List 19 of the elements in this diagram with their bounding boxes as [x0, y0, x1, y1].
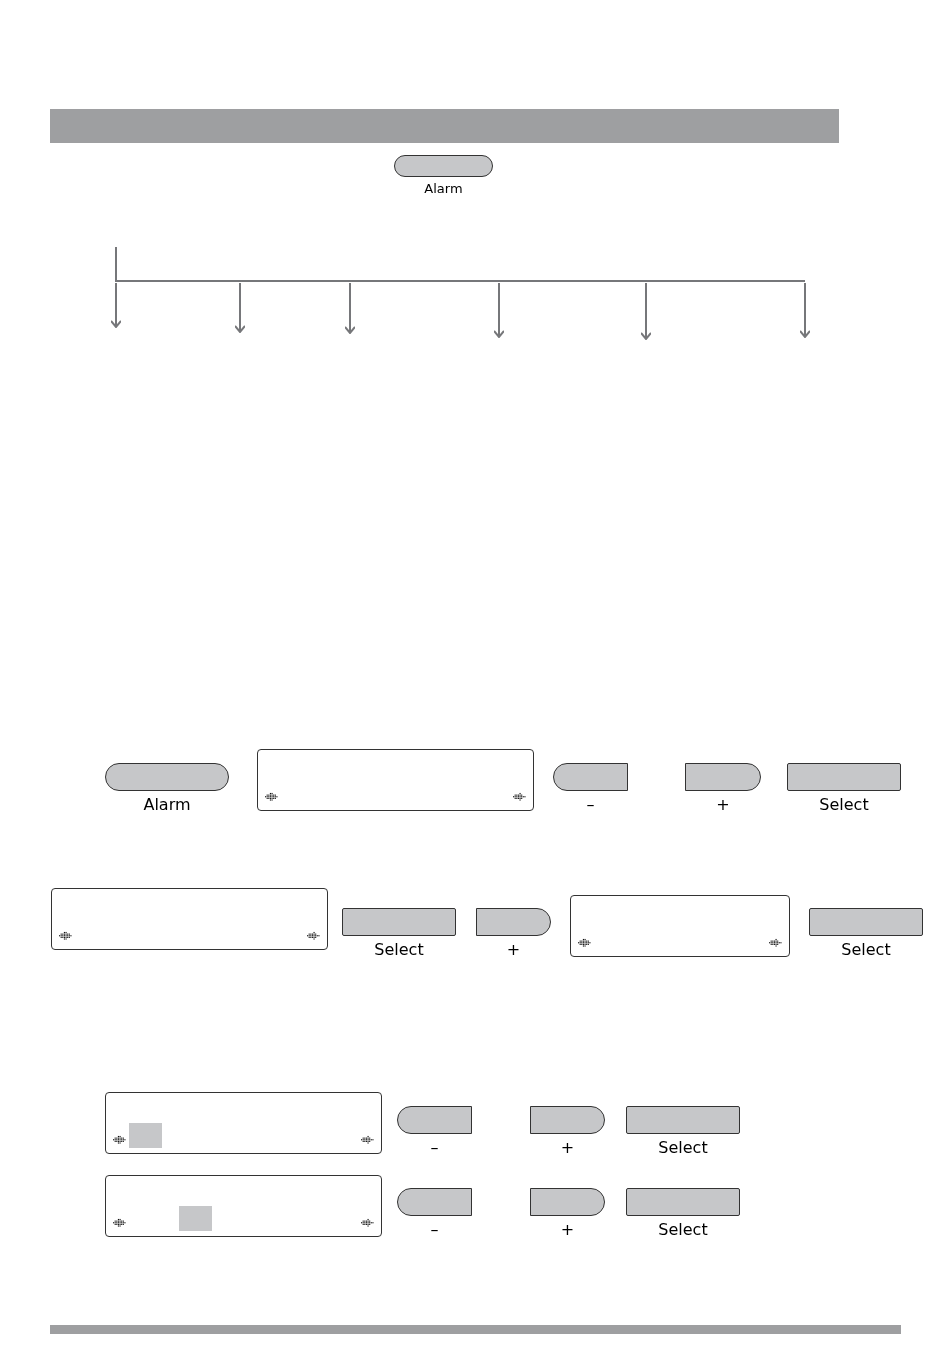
lcd-display: [570, 895, 790, 957]
lcd-display: [257, 749, 534, 811]
lcd-display: [105, 1175, 382, 1237]
button-label: Select: [841, 942, 891, 958]
button-label: Select: [374, 942, 424, 958]
button-label: +: [560, 1140, 575, 1156]
lcd-display: [51, 888, 328, 950]
button-label: +: [716, 797, 730, 813]
button-label: +: [560, 1222, 575, 1238]
button-label: Alarm: [143, 797, 191, 813]
button-label: –: [430, 1222, 439, 1238]
button-label: –: [430, 1140, 439, 1156]
lcd-display: [105, 1092, 382, 1154]
button-label: –: [586, 797, 595, 813]
button-label: Select: [658, 1140, 708, 1156]
button-label: +: [506, 942, 521, 958]
button-label: Select: [658, 1222, 708, 1238]
button-label: Alarm: [424, 182, 463, 195]
button-label: Select: [819, 797, 869, 813]
